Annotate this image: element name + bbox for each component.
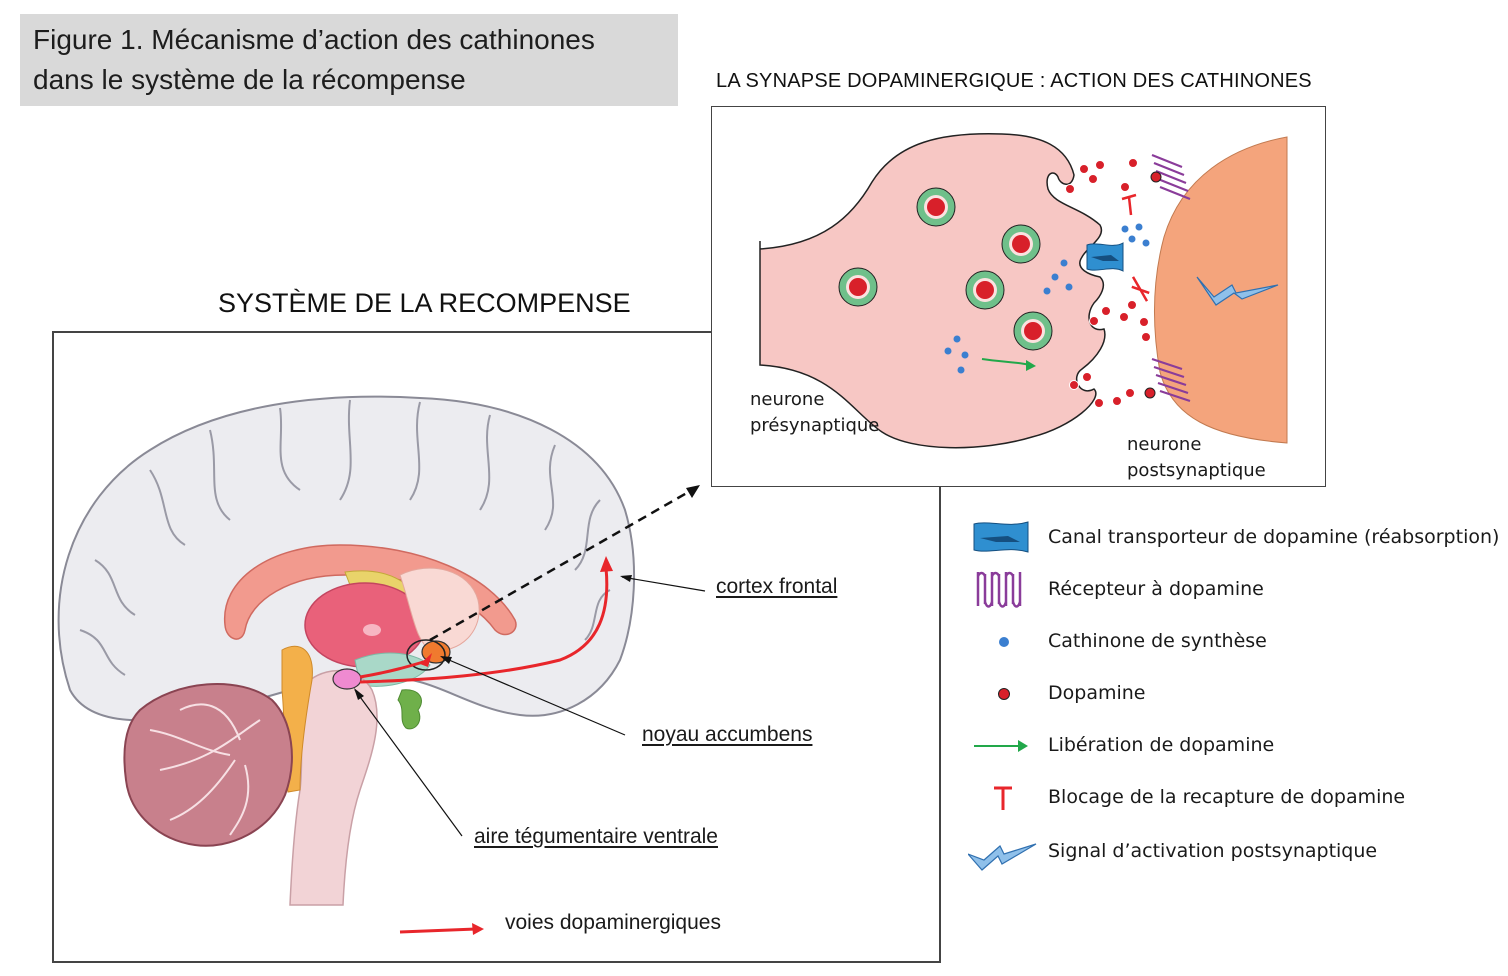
dopamine-receptors [1151,153,1191,403]
vesicles [838,187,1053,351]
dopamine-transporter-icon [973,521,1029,553]
legend-label: Signal d’activation postsynaptique [1048,840,1378,862]
figure-title-box: Figure 1. Mécanisme d’action des cathino… [20,14,678,106]
brainstem [289,670,378,906]
legend-row-receptor: Récepteur à dopamine [968,570,1498,610]
cerebellum [123,683,293,847]
pathway-legend-label: voies dopaminergiques [505,911,721,934]
cathinone-molecules [944,223,1150,374]
legend-row-signal: Signal d’activation postsynaptique [968,832,1498,872]
legend-row-transporter: Canal transporteur de dopamine (réabsorp… [968,518,1500,558]
dopamine-molecules [1065,158,1151,408]
synapse-heading: LA SYNAPSE DOPAMINERGIQUE : ACTION DES C… [716,70,1312,92]
postsynaptic-signal [1196,276,1279,306]
ventral-tegmental-area [332,668,362,690]
legend-label: Blocage de la recapture de dopamine [1048,786,1406,808]
legend-row-cathinone: Cathinone de synthèse [968,622,1498,662]
lightning-icon [968,843,1037,871]
reuptake-block-marks [1121,193,1150,302]
legend-row-dopamine: Dopamine [968,674,1498,714]
postsynaptic-label: neurone postsynaptique [1127,434,1266,481]
release-arrow-icon [974,740,1028,752]
legend-row-block: Blocage de la recapture de dopamine [968,778,1498,818]
cortex-gyri [79,399,611,676]
dopamine-receptor-icon [976,571,1022,608]
legend-label: Cathinone de synthèse [1048,630,1267,652]
block-t-icon [994,786,1012,810]
figure-title-line2: dans le système de la récompense [33,64,466,95]
cortex-frontal-label: cortex frontal [716,575,838,598]
vta-label: aire tégumentaire ventrale [474,825,718,848]
figure-title-line1: Figure 1. Mécanisme d’action des cathino… [33,24,595,55]
synapse-panel: neurone présynaptique neurone postsynapt… [711,106,1326,487]
presynaptic-label: neurone présynaptique [750,389,880,436]
legend-label: Dopamine [1048,682,1146,704]
presynaptic-neuron [759,133,1106,449]
cathinone-dot-icon [999,637,1009,647]
dopamine-dot-icon [998,688,1010,700]
legend-row-release: Libération de dopamine [968,726,1498,766]
postsynaptic-neuron [1153,136,1288,444]
reward-system-heading: SYSTÈME DE LA RECOMPENSE [218,288,631,318]
nucleus-accumbens-label: noyau accumbens [642,723,813,746]
corpus-callosum [224,544,517,640]
synapse-illustration [759,133,1288,449]
dopamine-transporter [1086,242,1124,272]
legend-label: Récepteur à dopamine [1048,578,1264,600]
legend-label: Canal transporteur de dopamine (réabsorp… [1048,526,1500,548]
legend-label: Libération de dopamine [1048,734,1275,756]
